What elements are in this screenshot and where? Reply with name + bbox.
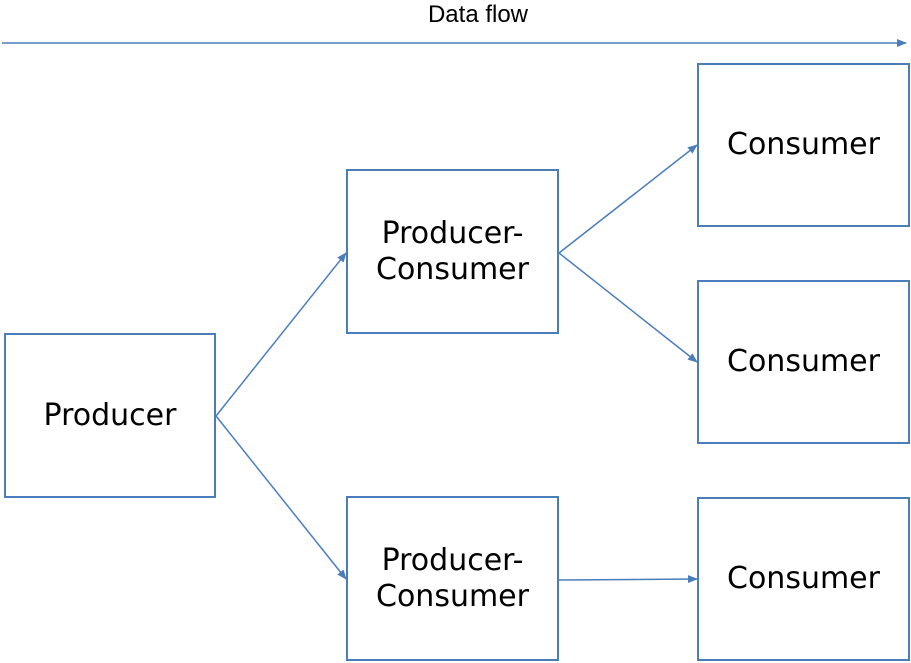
edge-bottom-producer-consumer-to-consumer-3 [558, 575, 698, 584]
data-flow-label: Data flow [427, 1, 529, 28]
producer-consumer-node-top: Producer- Consumer [346, 169, 559, 334]
producer-consumer-label-bottom: Producer- Consumer [376, 542, 529, 614]
consumer-node-1: Consumer [697, 63, 910, 227]
consumer-node-3: Consumer [697, 497, 910, 661]
edge-top-producer-consumer-to-consumer-1 [558, 144, 698, 254]
consumer-node-2: Consumer [697, 280, 910, 444]
producer-label: Producer [43, 397, 177, 433]
edge-producer-to-top-producer-consumer [215, 252, 347, 417]
consumer-label-1: Consumer [727, 127, 880, 162]
edge-top-producer-consumer-to-consumer-2 [558, 252, 698, 363]
edge-producer-to-bottom-producer-consumer [215, 415, 347, 580]
producer-consumer-label-top: Producer- Consumer [376, 215, 529, 287]
producer-consumer-node-bottom: Producer- Consumer [346, 496, 559, 661]
producer-node: Producer [4, 333, 216, 498]
consumer-label-3: Consumer [727, 561, 880, 596]
consumer-label-2: Consumer [727, 344, 880, 379]
